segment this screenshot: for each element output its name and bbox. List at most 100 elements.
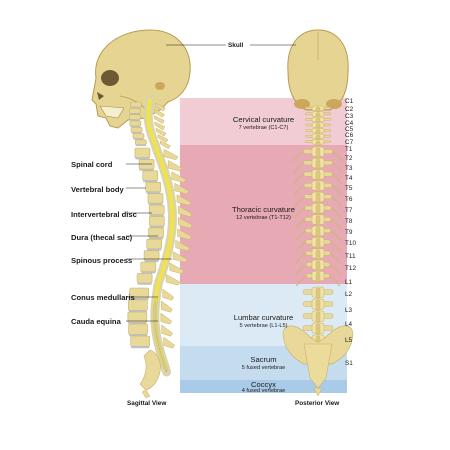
vertebra-label-t6: T6 [345,196,353,203]
intervertebral-disc [130,298,149,301]
vertebra-label-l1: L1 [345,279,353,286]
label-intervertebral-disc: Intervertebral disc [71,210,137,219]
vertebra-label-c3: C3 [345,113,354,120]
intervertebral-disc [144,260,159,262]
spinous-process [163,336,176,349]
rib-stub [295,264,307,276]
vertebral-body [136,273,153,284]
vertebral-body [145,181,162,193]
vertebra-label-l3: L3 [345,307,353,314]
cauda-equina-strand [156,297,168,371]
spinous-process [154,108,165,118]
rib-stub [295,241,306,253]
sagittal-view-label: Sagittal View [127,400,167,407]
spinous-process [171,171,187,183]
rib-stub [330,241,341,253]
spinous-process [161,324,173,337]
vertebra-label-t4: T4 [345,175,353,182]
vertebra-label-l4: L4 [345,321,353,328]
spinous-process-posterior [315,226,321,237]
spinous-process [177,205,193,218]
vertebra-label-t12: T12 [345,265,357,272]
intervertebral-disc [129,119,140,121]
rib-stub [329,275,341,287]
spinous-process [178,216,193,229]
spinous-process-posterior [315,106,321,112]
intervertebral-disc [131,132,142,134]
eye-socket [101,70,119,86]
vertebral-body [130,335,150,347]
vertebra-label-c7: C7 [345,139,354,146]
vertebral-body [140,261,157,272]
spinous-process [155,102,166,112]
vertebra-label-t10: T10 [345,240,357,247]
rib-stub [295,252,307,264]
cauda-equina-strand [154,297,167,371]
spinous-process [176,194,192,206]
intervertebral-disc [148,203,163,205]
spinous-process-posterior [315,215,321,226]
rib-stub [332,151,344,163]
rib-stub [293,196,305,208]
rib-stub [330,219,342,230]
vertebral-body [135,139,147,146]
region-title-coccyx: Coccyx [251,380,276,389]
rib-stub [293,185,305,196]
rib-stub [293,173,305,185]
skull-label: Skull [228,42,244,49]
intervertebral-disc [135,144,146,147]
vertebral-body [129,108,141,114]
intervertebral-disc [139,169,154,171]
rib-stub [329,264,341,276]
vertebra-label-t2: T2 [345,155,353,162]
band-coccyx [180,380,347,393]
region-subtitle-thoracic: 12 vertebrae (T1-T12) [236,215,291,221]
sacrum-sagittal [139,349,161,391]
spinous-process [157,134,169,143]
rib-stub [292,162,304,174]
spinous-process-posterior [315,272,321,282]
spinous-process [163,148,179,161]
vertebra-label-t9: T9 [345,229,353,236]
spinous-process [165,273,181,286]
region-subtitle-lumbar: 5 vertebrae (L1-L5) [239,323,288,329]
vertebra-label-t7: T7 [345,207,353,214]
cauda-equina-strand [152,297,165,371]
spinous-process-posterior [315,204,321,215]
intervertebral-disc [147,248,162,251]
vertebra-label-c1: C1 [345,98,354,105]
posterior-spine [282,105,354,397]
vertebra-label-t8: T8 [345,218,353,225]
spinous-process [160,312,173,325]
spinous-process-posterior [315,249,321,260]
spinous-process [161,300,173,313]
spinous-process-posterior [315,192,321,203]
rib-stub [332,162,344,174]
sacrum-posterior [303,343,333,389]
rib-stub [330,230,342,242]
spinous-process [169,262,185,275]
vertebra-label-t5: T5 [345,185,353,192]
posterior-view-label: Posterior View [295,400,340,407]
spinous-process-posterior [315,134,321,140]
sagittal-spine [127,95,193,399]
vertebra-label-c2: C2 [345,106,354,113]
label-pointers [126,163,172,322]
intervertebral-disc [130,113,141,115]
spinous-process [154,121,166,131]
label-vertebral-body: Vertebral body [71,185,124,194]
vertebral-body [129,120,142,127]
rib-stub [329,252,341,264]
spinal-cord [146,98,175,302]
spinous-process-posterior [315,323,321,335]
vertebra-label-c5: C5 [345,126,354,133]
intervertebral-disc [133,138,144,140]
sagittal-skull [91,29,191,129]
coccyx-sagittal [141,389,151,399]
vertebral-body [130,101,142,108]
spinous-process-posterior [315,181,321,192]
rib-stub [331,185,343,196]
intervertebral-disc [129,334,148,337]
